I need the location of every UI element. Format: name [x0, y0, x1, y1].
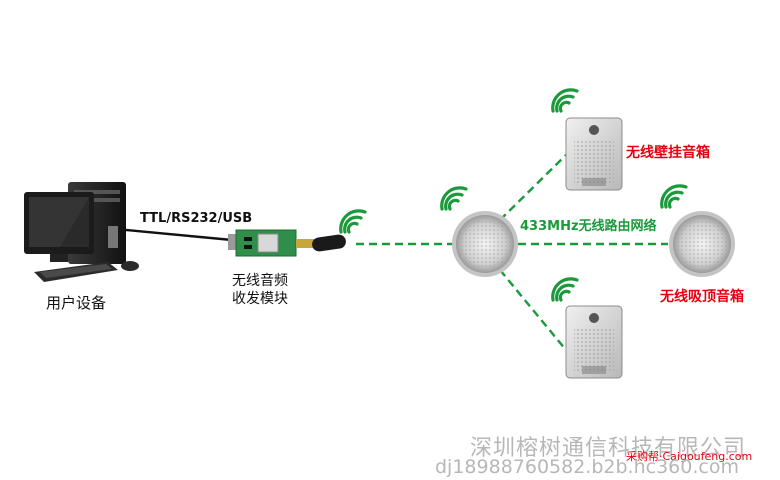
computer-icon: [24, 182, 139, 282]
wireless-links: [356, 154, 668, 351]
link-hub-to-wall-speaker-top: [499, 154, 567, 221]
wall-speaker-icon: [565, 117, 623, 191]
contact-url: dj18988760582.b2b.hc360.com: [435, 456, 739, 478]
wireless-signal-icon: [660, 184, 688, 209]
serial-cable: [125, 228, 233, 242]
link-hub-to-wall-speaker-bottom: [499, 269, 567, 351]
user-device-label: 用户设备: [46, 294, 107, 312]
serial-link-label: TTL/RS232/USB: [140, 211, 253, 226]
wall-speaker-label: 无线壁挂音箱: [626, 145, 710, 161]
company-name: 深圳榕树通信科技有限公司: [470, 436, 747, 461]
wireless-signal-icon: [339, 209, 367, 234]
ceiling-speaker-icon: [669, 211, 735, 277]
wall-speaker-icon: [565, 305, 623, 379]
watermark: 采购帮·Caigoufeng.com: [626, 450, 753, 463]
ceiling-speaker-icon: [452, 211, 518, 277]
audio-module-icon: [228, 229, 346, 257]
wireless-signal-icon: [551, 277, 579, 302]
module-label-line2: 收发模块: [232, 291, 288, 307]
network-label: 433MHz无线路由网络: [520, 219, 657, 234]
wireless-signal-icon: [551, 88, 579, 113]
wireless-signal-icon: [440, 186, 468, 211]
module-label-line1: 无线音频: [232, 273, 288, 289]
ceiling-speaker-label: 无线吸顶音箱: [660, 289, 744, 305]
